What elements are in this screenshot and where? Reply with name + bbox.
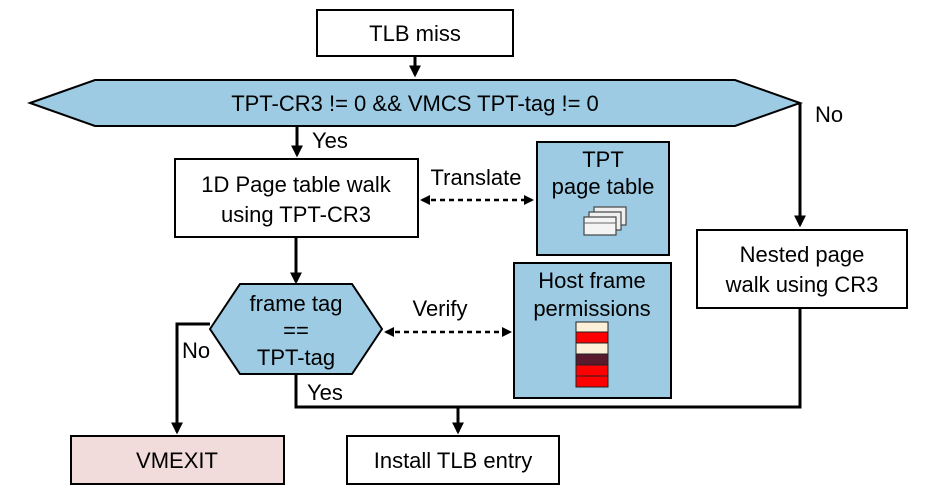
edge-yes-label: Yes bbox=[312, 128, 348, 153]
nested-label-line2: walk using CR3 bbox=[725, 272, 879, 297]
frame-tag-label-line2: == bbox=[283, 318, 309, 343]
frame-tag-decision-shape bbox=[208, 283, 384, 375]
nested-page-walk-node: Nested page walk using CR3 bbox=[696, 229, 908, 309]
decision-tpt-cr3-label: TPT-CR3 != 0 && VMCS TPT-tag != 0 bbox=[231, 91, 599, 116]
tlb-miss-label: TLB miss bbox=[369, 21, 461, 46]
page-stack-icon bbox=[583, 206, 627, 236]
frame-tag-decision-node: frame tag == TPT-tag bbox=[208, 283, 384, 375]
frame-tag-label-line1: frame tag bbox=[250, 291, 343, 316]
edge-no2-label: No bbox=[182, 338, 210, 363]
install-tlb-node: Install TLB entry bbox=[346, 435, 560, 485]
tpt-table-label-line1: TPT bbox=[582, 147, 624, 172]
install-tlb-label: Install TLB entry bbox=[374, 448, 533, 473]
edge-yes2-label: Yes bbox=[307, 380, 343, 405]
arrow-no-to-vmexit bbox=[171, 322, 210, 435]
vmexit-node: VMEXIT bbox=[70, 435, 285, 485]
tpt-page-table-node: TPT page table bbox=[536, 141, 670, 256]
host-frame-permissions-node: Host frame permissions bbox=[513, 262, 672, 399]
edge-no-label: No bbox=[815, 102, 843, 127]
walk-1d-label-line1: 1D Page table walk bbox=[201, 172, 392, 197]
permission-bars-icon bbox=[575, 321, 609, 388]
walk-1d-node: 1D Page table walk using TPT-CR3 bbox=[174, 158, 419, 238]
host-perm-label-line1: Host frame bbox=[538, 268, 646, 293]
decision-tpt-cr3-node: TPT-CR3 != 0 && VMCS TPT-tag != 0 bbox=[27, 79, 803, 127]
edge-translate-label: Translate bbox=[431, 165, 522, 190]
merge-line bbox=[294, 308, 802, 409]
host-perm-label-line2: permissions bbox=[533, 296, 650, 321]
nested-label-line1: Nested page bbox=[740, 242, 865, 267]
frame-tag-label-line3: TPT-tag bbox=[257, 345, 335, 370]
tlb-miss-node: TLB miss bbox=[316, 9, 514, 57]
tpt-table-label-line2: page table bbox=[552, 174, 655, 199]
vmexit-label: VMEXIT bbox=[136, 448, 218, 473]
edge-verify-label: Verify bbox=[412, 296, 467, 321]
walk-1d-label-line2: using TPT-CR3 bbox=[221, 202, 371, 227]
